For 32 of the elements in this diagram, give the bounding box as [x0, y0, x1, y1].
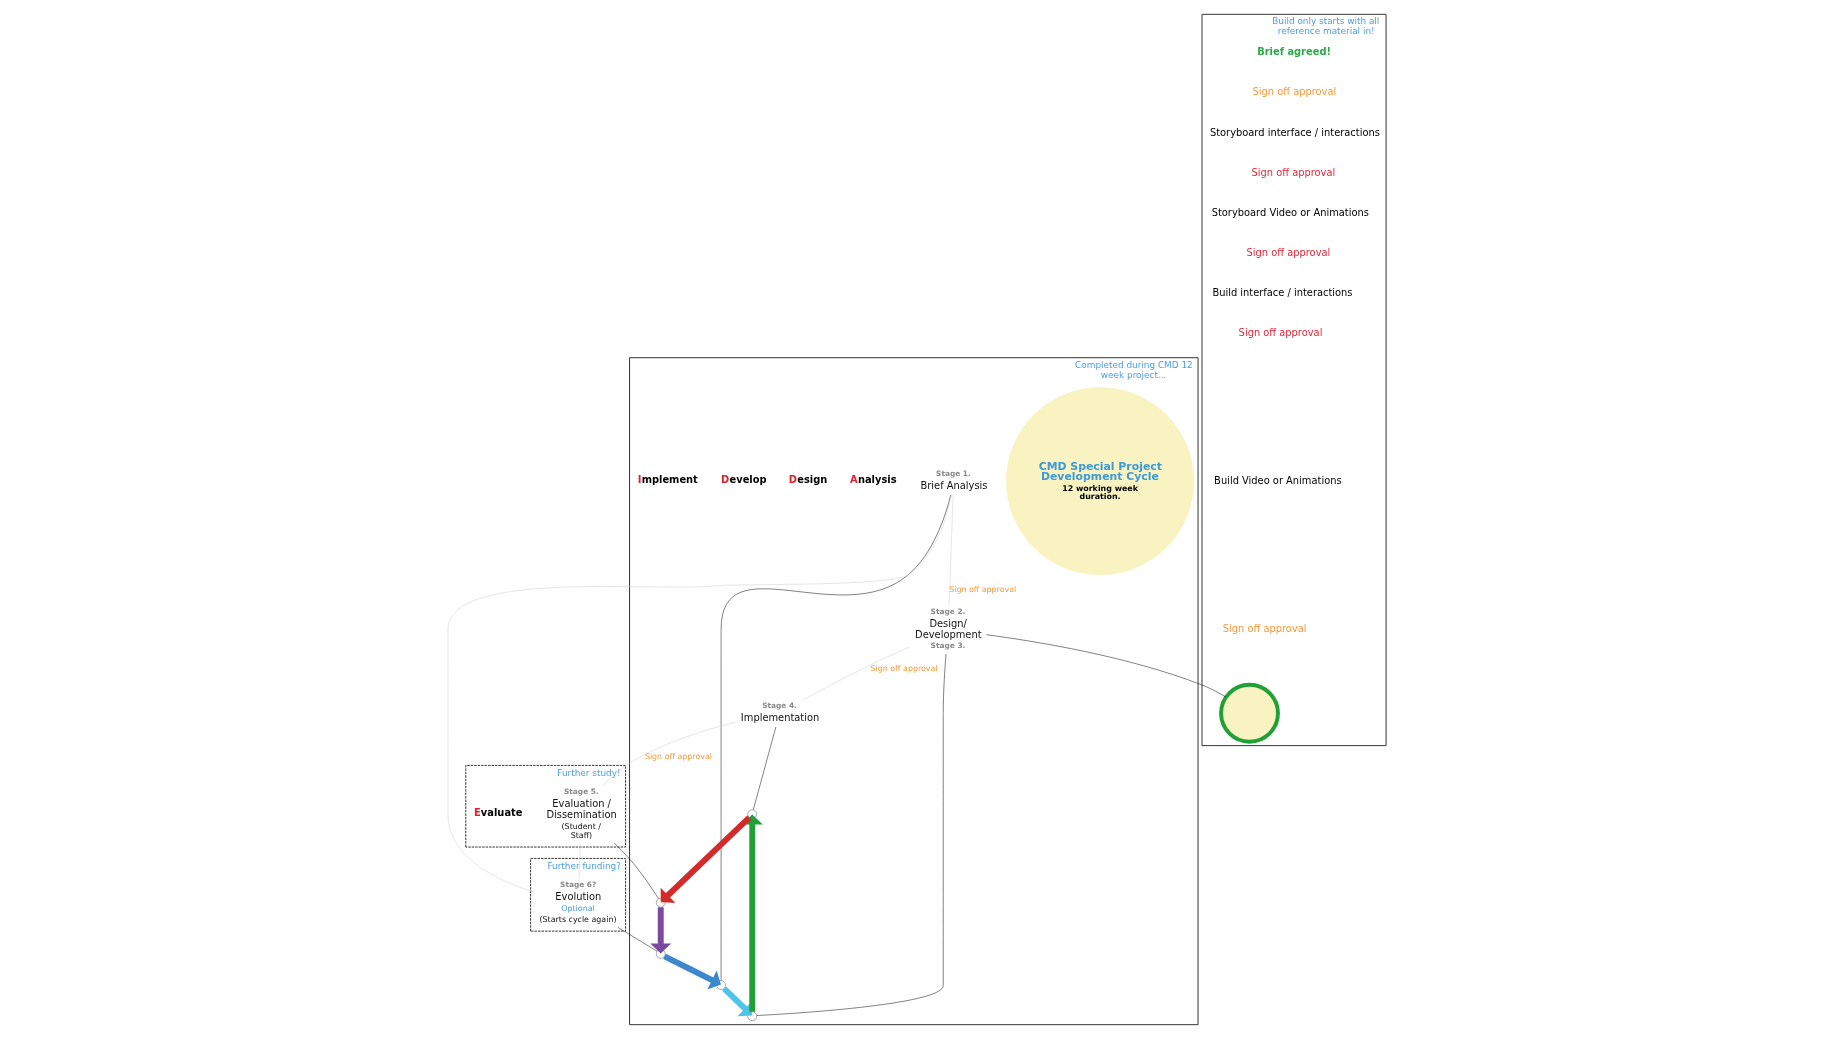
label: Build Video or Animations	[1213, 474, 1342, 486]
node-circle	[1218, 682, 1280, 744]
arrow	[660, 815, 751, 903]
node-circle	[655, 949, 665, 959]
label: Sign off approval	[1250, 166, 1335, 178]
node-circle	[747, 809, 757, 819]
connector	[802, 646, 910, 700]
node-circle	[715, 980, 726, 990]
connector	[602, 722, 736, 786]
label: Brief agreed!	[1256, 45, 1331, 57]
connector	[613, 842, 659, 899]
node-circle	[747, 1011, 757, 1021]
label: Storyboard Video or Animations	[1211, 206, 1369, 218]
connector	[948, 494, 953, 606]
label: Storyboard interface / interactions	[1209, 126, 1380, 138]
label: Implement	[637, 474, 698, 486]
label: Analysis	[849, 474, 897, 486]
label: Evaluate	[473, 807, 522, 819]
label: Sign off approval	[1246, 246, 1330, 258]
label: Design	[788, 474, 827, 486]
node-circle	[655, 898, 665, 908]
label: Sign off approval	[1238, 326, 1322, 338]
connector	[985, 634, 1226, 698]
label: Build interface / interactions	[1211, 286, 1353, 298]
label: Develop	[720, 474, 767, 486]
arrow	[721, 986, 752, 1017]
connector	[616, 927, 657, 952]
label: Sign off approval	[1251, 86, 1336, 98]
arrow	[649, 907, 671, 954]
arrow	[662, 953, 721, 990]
label: Sign off approval	[1222, 623, 1307, 635]
connector	[447, 494, 952, 893]
